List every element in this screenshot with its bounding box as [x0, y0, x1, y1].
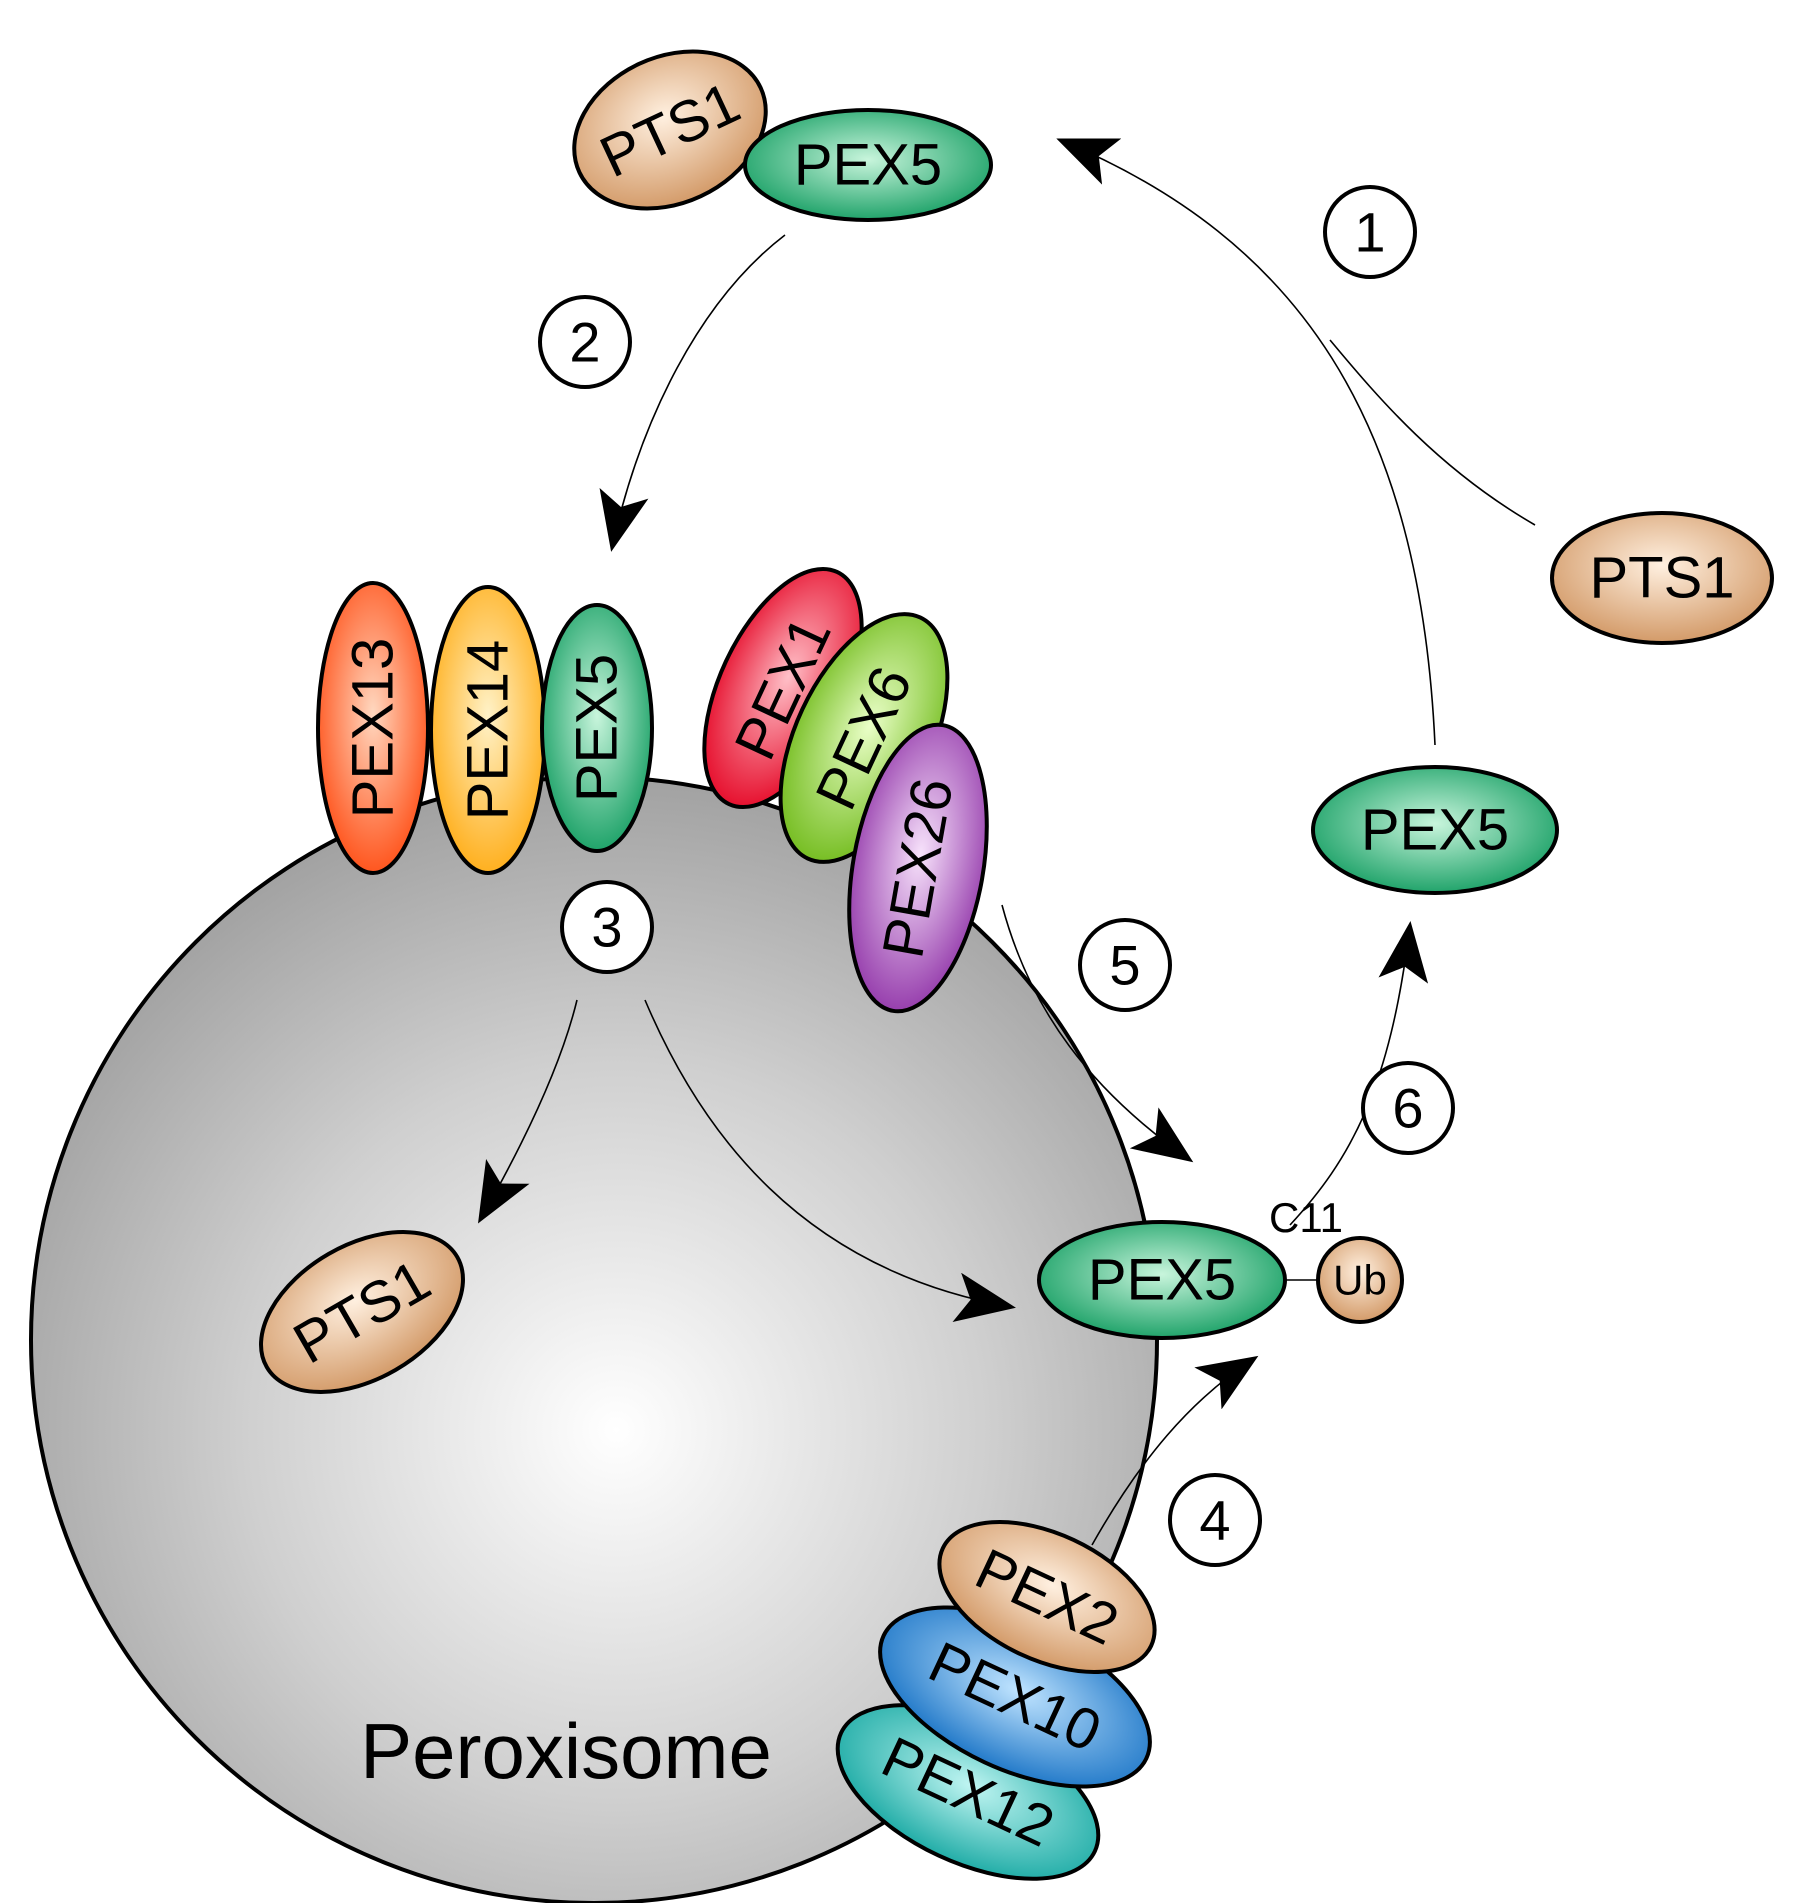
pex5-docked: PEX5	[540, 603, 654, 853]
pex5-ubiquitinated-label: PEX5	[1088, 1248, 1236, 1313]
pts1-free-label: PTS1	[1589, 546, 1734, 611]
pex5-ubiquitinated: PEX5	[1037, 1220, 1287, 1340]
arrow-step-5	[1001, 904, 1194, 1163]
step-5-label: 5	[1109, 934, 1140, 997]
step-1-badge: 1	[1323, 185, 1417, 279]
step-6-label: 6	[1392, 1077, 1423, 1140]
pex5-top: PEX5	[743, 108, 993, 222]
arrow-step-3-pex5	[644, 999, 1016, 1322]
peroxisome-label: Peroxisome	[360, 1707, 772, 1795]
step-2-badge: 2	[538, 295, 632, 389]
pts1-top: PTS1	[572, 49, 768, 211]
step-5-badge: 5	[1078, 918, 1172, 1012]
pex5-cytosol-label: PEX5	[1361, 798, 1509, 863]
step-1-label: 1	[1354, 201, 1385, 264]
pex5-top-label: PEX5	[794, 133, 942, 198]
pex2: PEX2	[937, 1520, 1157, 1674]
pex14: PEX14	[429, 585, 547, 875]
ubiquitin-label: Ub	[1333, 1257, 1387, 1304]
step-6-badge: 6	[1361, 1061, 1455, 1155]
pex13-label: PEX13	[341, 638, 406, 819]
pex5-cytosol: PEX5	[1311, 765, 1559, 895]
arrow-step-1	[1056, 138, 1436, 746]
ubiquitin: Ub	[1316, 1236, 1404, 1324]
pts1-join-line	[1329, 339, 1536, 526]
step-2-label: 2	[569, 311, 600, 374]
arrow-step-4	[1091, 1355, 1259, 1546]
arrow-step-2	[599, 234, 786, 552]
pex13: PEX13	[316, 581, 430, 875]
arrow-step-3-pts1	[478, 999, 578, 1224]
pex5-docked-label: PEX5	[565, 654, 630, 802]
pex14-label: PEX14	[456, 640, 521, 821]
cysteine-11-label: C11	[1269, 1194, 1343, 1241]
pts1-inside: PTS1	[259, 1230, 465, 1394]
pex26: PEX26	[847, 722, 989, 1014]
pts1-free: PTS1	[1550, 511, 1774, 645]
step-3-badge: 3	[560, 880, 654, 974]
step-4-badge: 4	[1168, 1473, 1262, 1567]
step-4-label: 4	[1199, 1489, 1230, 1552]
step-3-label: 3	[591, 896, 622, 959]
